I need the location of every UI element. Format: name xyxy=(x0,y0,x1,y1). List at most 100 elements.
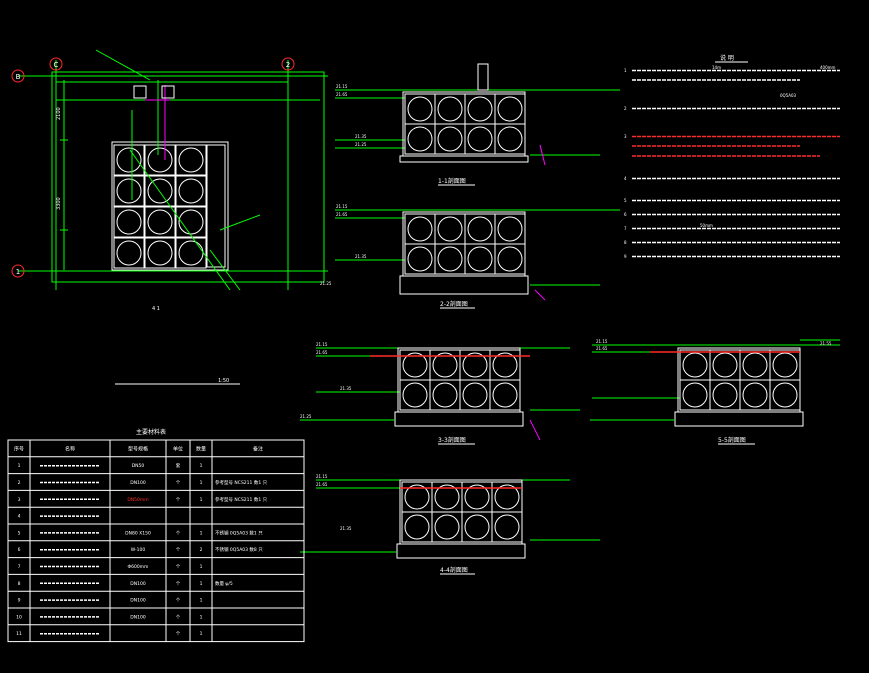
section-3-3-title: 3-3剖面图 xyxy=(438,436,466,444)
section-4-4: 21.15 21.65 21.35 4-4剖面图 xyxy=(300,474,600,575)
plan-pipe-green-4 xyxy=(129,149,231,291)
table-header-cell: 数量 xyxy=(196,445,206,452)
table-cell: 个 xyxy=(176,480,181,486)
plan-view: B C 1 2 2100 3300 xyxy=(11,49,328,385)
section-2-2-elev-2: 21.65 xyxy=(336,212,348,217)
table-cell: 个 xyxy=(176,598,181,604)
table-cell: 1 xyxy=(200,530,203,536)
section-5-5-elev-3: 21.55 xyxy=(820,341,832,346)
svg-text:C: C xyxy=(54,61,59,69)
section-1-1-elev-1: 21.15 xyxy=(336,84,348,89)
table-cell: 4 xyxy=(18,514,21,520)
table-cell: DN100 xyxy=(130,598,146,604)
table-cell: 3 xyxy=(18,497,21,503)
table-cell: 10 xyxy=(16,614,22,620)
plan-pipe-green-1 xyxy=(95,49,151,81)
section-1-1-elev-3: 21.35 xyxy=(355,134,367,139)
section-2-2: 21.15 21.65 21.35 21.25 2-2剖面图 xyxy=(320,204,620,309)
table-cell: 套 xyxy=(176,462,181,469)
axis-bubble-b: B xyxy=(11,69,25,83)
note-inline-value: 400mm xyxy=(820,65,836,70)
table-cell: DN80 X150 xyxy=(125,530,151,536)
table-cell: 数量 ψ/5 xyxy=(215,580,233,587)
table-header-cell: 名称 xyxy=(65,445,75,452)
table-cell: 9 xyxy=(18,598,21,604)
section-4-4-elev-2: 21.65 xyxy=(316,482,328,487)
table-cell: 7 xyxy=(18,564,21,570)
plan-bottom-label: 4 1 xyxy=(152,306,160,312)
note-number: 4 xyxy=(624,176,627,181)
axis-bubble-1: 1 xyxy=(11,264,25,278)
section-4-4-title: 4-4剖面图 xyxy=(440,566,468,574)
table-cell: 1 xyxy=(200,497,203,503)
section-5-5-elev-2: 21.65 xyxy=(596,346,608,351)
table-cell: DN50 xyxy=(132,463,145,469)
table-cell: 个 xyxy=(176,581,181,587)
table-header-cell: 型号规格 xyxy=(128,445,148,452)
section-2-2-elev-3: 21.35 xyxy=(355,254,367,259)
note-number: 2 xyxy=(624,106,627,111)
table-cell: 参考型号 NCS211 数1 只 xyxy=(215,496,268,503)
table-header-cell: 备注 xyxy=(253,445,263,452)
svg-text:2: 2 xyxy=(286,61,290,69)
table-header-cell: 单位 xyxy=(173,445,183,452)
section-3-3: 21.15 21.65 21.35 21.25 3-3剖面图 xyxy=(300,342,580,445)
note-number: 1 xyxy=(624,68,627,73)
note-inline-value: 14m xyxy=(712,65,721,70)
table-cell: 个 xyxy=(176,497,181,503)
table-cell: 1 xyxy=(200,631,203,637)
note-number: 8 xyxy=(624,240,627,245)
table-cell: 个 xyxy=(176,530,181,536)
table-cell: 5 xyxy=(18,530,21,536)
plan-scale: 1:50 xyxy=(218,378,229,384)
table-cell: 个 xyxy=(176,631,181,637)
table-cell: 1 xyxy=(200,598,203,604)
table-cell: DN100 xyxy=(130,614,146,620)
table-cell: 1 xyxy=(200,463,203,469)
section-3-3-elev-4: 21.25 xyxy=(300,414,312,419)
table-cell: DN50mm xyxy=(127,497,148,503)
plan-tank-panels xyxy=(113,144,207,269)
note-number: 3 xyxy=(624,134,627,139)
section-1-1-title: 1-1剖面图 xyxy=(438,177,466,185)
section-5-5: 21.15 21.65 21.55 5-5剖面图 xyxy=(590,339,840,445)
table-cell: 11 xyxy=(16,631,22,637)
table-cell: DN100 xyxy=(130,581,146,587)
plan-hatch-box-2 xyxy=(161,85,175,99)
section-2-2-title: 2-2剖面图 xyxy=(440,300,468,308)
svg-text:B: B xyxy=(16,73,21,81)
axis-bubble-2: 2 xyxy=(281,57,295,71)
note-inline-value: 0Q5A03 xyxy=(780,93,797,98)
section-3-3-elev-3: 21.35 xyxy=(340,386,352,391)
plan-tank-outline xyxy=(111,141,229,271)
table-cell: 参考型号 NCS211 数1 只 xyxy=(215,479,268,486)
note-number: 5 xyxy=(624,198,627,203)
table-cell: 1 xyxy=(200,564,203,570)
plan-outer-frame xyxy=(51,71,325,283)
section-4-4-elev-3: 21.35 xyxy=(340,526,352,531)
note-number: 7 xyxy=(624,226,627,231)
plan-hatch-box-1 xyxy=(133,85,147,99)
section-3-3-elev-2: 21.65 xyxy=(316,350,328,355)
svg-text:1: 1 xyxy=(16,268,20,276)
table-cell: W-100 xyxy=(131,547,146,553)
note-inline-value: 50mm xyxy=(700,223,713,228)
table-cell: 6 xyxy=(18,547,21,553)
table-cell: 个 xyxy=(176,614,181,620)
plan-dim-1: 2100 xyxy=(56,107,62,120)
table-cell: 1 xyxy=(200,480,203,486)
section-1-1-elev-4: 21.25 xyxy=(355,142,367,147)
table-cell: 2 xyxy=(18,480,21,486)
table-cell: 不锈钢 0Q5A03 数1 只 xyxy=(215,529,263,536)
table-cell: 1 xyxy=(200,614,203,620)
note-number: 6 xyxy=(624,212,627,217)
table-title: 主要材料表 xyxy=(136,428,166,436)
table-cell: 8 xyxy=(18,581,21,587)
section-2-2-elev-1: 21.15 xyxy=(336,204,348,209)
section-1-1-elev-2: 21.65 xyxy=(336,92,348,97)
section-5-5-elev-1: 21.15 xyxy=(596,339,608,344)
